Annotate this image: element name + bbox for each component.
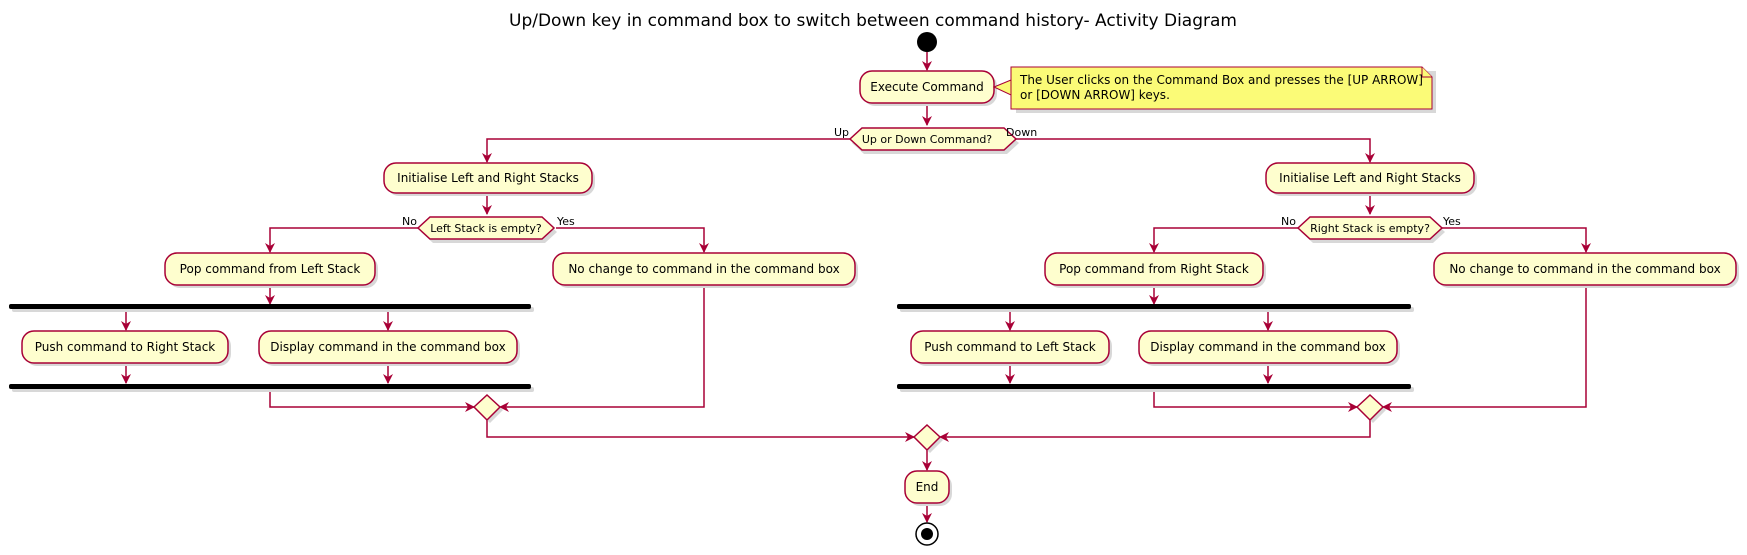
fork-bar-left (9, 304, 531, 309)
stop-node (915, 522, 939, 546)
push-right-label: Push command to Right Stack (35, 340, 216, 354)
label-down: Down (1006, 126, 1037, 139)
decision-main-label: Up or Down Command? (862, 133, 992, 146)
pop-right-node: Pop command from Right Stack (1044, 252, 1266, 288)
edge-merge-left-final (486, 420, 915, 442)
pop-left-label: Pop command from Left Stack (180, 262, 361, 276)
merge-diamond-left (472, 393, 502, 422)
end-node: End (904, 470, 952, 506)
edge-right-no (1149, 227, 1298, 253)
push-left-label: Push command to Left Stack (924, 340, 1096, 354)
push-right-node: Push command to Right Stack (21, 330, 231, 366)
nochange-right-label: No change to command in the command box (1449, 262, 1720, 276)
edge-join-merge-right (1153, 389, 1358, 412)
decision-right-stack-empty: Right Stack is empty? (1296, 216, 1445, 243)
execute-command-label: Execute Command (870, 80, 983, 94)
edge-down (1004, 138, 1375, 163)
execute-command-node: Execute Command (859, 70, 997, 106)
note-line2: or [DOWN ARROW] keys. (1020, 88, 1170, 102)
label-yes-right: Yes (1442, 215, 1461, 228)
edge-up (482, 138, 850, 163)
join-bar-right (897, 384, 1411, 389)
init-right-label: Initialise Left and Right Stacks (1279, 171, 1461, 185)
push-left-node: Push command to Left Stack (910, 330, 1112, 366)
display-right-node: Display command in the command box (1138, 330, 1400, 366)
join-bar-left (9, 384, 531, 389)
edge-nochange-merge-right (1382, 284, 1587, 412)
nochange-right-node: No change to command in the command box (1433, 252, 1739, 288)
diagram-title: Up/Down key in command box to switch bet… (509, 11, 1237, 31)
display-right-label: Display command in the command box (1150, 340, 1385, 354)
label-up: Up (834, 126, 849, 139)
display-left-node: Display command in the command box (258, 330, 520, 366)
edge-join-merge-left (269, 389, 475, 412)
note-line1: The User clicks on the Command Box and p… (1019, 73, 1423, 87)
label-no-left: No (402, 215, 417, 228)
label-no-right: No (1281, 215, 1296, 228)
edge-left-yes (556, 227, 709, 253)
merge-diamond-right (1355, 393, 1385, 422)
edge-merge-right-final (939, 420, 1371, 442)
note: The User clicks on the Command Box and p… (992, 66, 1436, 113)
nochange-left-label: No change to command in the command box (568, 262, 839, 276)
edge-right-yes (1442, 227, 1591, 253)
merge-diamond-final (912, 423, 942, 452)
fork-bar-right (897, 304, 1411, 309)
end-label: End (916, 480, 939, 494)
label-yes-left: Yes (556, 215, 575, 228)
decision-up-or-down: Up or Down Command? (848, 127, 1019, 154)
pop-left-node: Pop command from Left Stack (164, 252, 378, 288)
pop-right-label: Pop command from Right Stack (1059, 262, 1249, 276)
start-node (917, 32, 937, 52)
edge-nochange-merge-left (499, 284, 705, 412)
init-left-label: Initialise Left and Right Stacks (397, 171, 579, 185)
nochange-left-node: No change to command in the command box (552, 252, 858, 288)
decision-left-label: Left Stack is empty? (430, 222, 542, 235)
display-left-label: Display command in the command box (270, 340, 505, 354)
init-stacks-right-node: Initialise Left and Right Stacks (1265, 162, 1477, 196)
decision-right-label: Right Stack is empty? (1310, 222, 1430, 235)
decision-left-stack-empty: Left Stack is empty? (416, 216, 557, 243)
edge-left-no (265, 227, 418, 253)
edges (121, 52, 1591, 523)
init-stacks-left-node: Initialise Left and Right Stacks (383, 162, 595, 196)
